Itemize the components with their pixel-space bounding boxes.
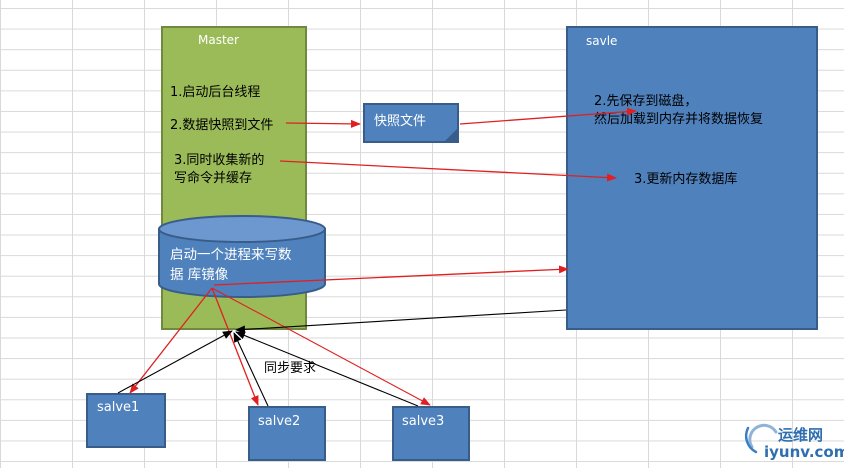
- arrow-db-to-salve1: [129, 287, 213, 394]
- database-label-line2: 据 库镜像: [170, 267, 229, 283]
- arrow-salve3-sync-request: [235, 331, 419, 407]
- slave-node-2-label: salve2: [258, 414, 301, 429]
- master-title: Master: [198, 33, 239, 47]
- slave-title: savle: [586, 34, 618, 48]
- arrow-buffer-to-slave: [279, 160, 617, 182]
- watermark-url-text: iyunv.com: [764, 443, 844, 461]
- master-step1: 1.启动后台线程: [170, 85, 261, 100]
- database-cylinder: [158, 215, 326, 298]
- arrow-master-to-snapshot: [285, 119, 361, 128]
- slave-node-3-label: salve3: [402, 414, 445, 429]
- slave-step2-line1: 2.先保存到磁盘，: [594, 94, 698, 109]
- slave-step3: 3.更新内存数据库: [634, 172, 738, 187]
- database-label-line1: 启动一个进程来写数: [170, 247, 292, 263]
- snapshot-file-box: [363, 103, 459, 143]
- watermark-cn-text: 运维网: [778, 426, 824, 444]
- arrow-snapshot-to-slave: [459, 107, 637, 125]
- slave-node-2: [248, 406, 326, 461]
- slave-step2-line2: 然后加载到内存并将数据恢复: [594, 112, 764, 127]
- slave-node-3: [392, 406, 470, 461]
- arrow-slave-sync-request: [235, 309, 567, 334]
- snapshot-fold-corner: [445, 127, 459, 141]
- arrow-salve2-sync-request: [233, 332, 269, 407]
- master-step3-line1: 3.同时收集新的: [174, 153, 265, 168]
- arrow-db-to-slave: [213, 265, 569, 286]
- slave-node-1-label: salve1: [97, 400, 140, 415]
- arrow-salve1-sync-request: [117, 330, 233, 394]
- master-step2: 2.数据快照到文件: [170, 118, 274, 133]
- snapshot-file-label: 快照文件: [374, 114, 427, 129]
- master-step3-line2: 写命令并缓存: [174, 171, 253, 186]
- slave-node-1: [86, 393, 166, 448]
- sync-request-label: 同步要求: [264, 361, 317, 376]
- arrow-db-to-salve3: [211, 287, 431, 406]
- watermark-logo-icon: [744, 423, 778, 454]
- arrow-db-to-salve2: [211, 287, 259, 406]
